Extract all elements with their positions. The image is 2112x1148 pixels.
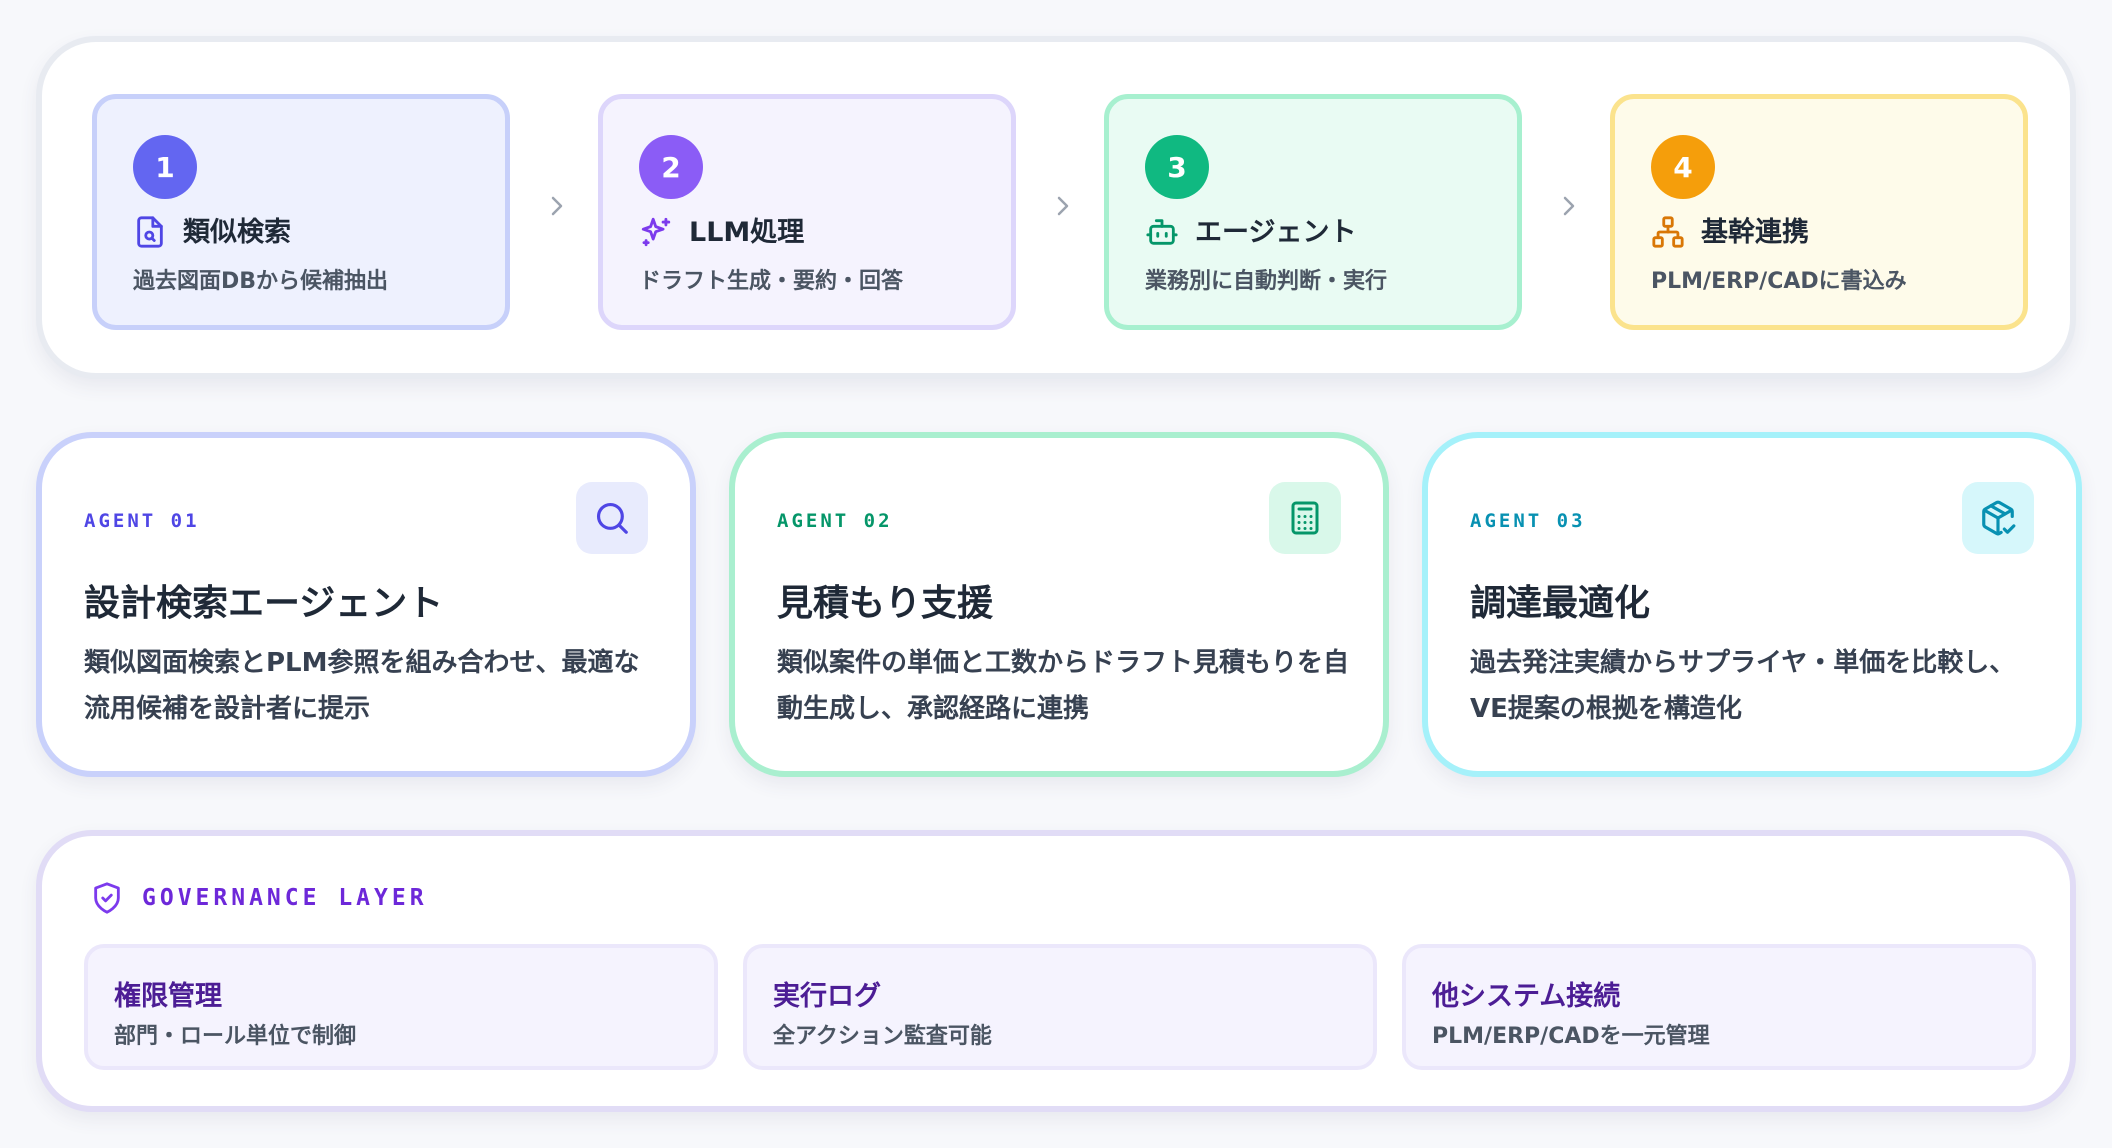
pipeline-panel: 1 類似検索 過去図面DBから候補抽出 2 LLM処理 ドラフト生成・要約・回答… bbox=[36, 36, 2076, 379]
step-card-1[interactable]: 1 類似検索 過去図面DBから候補抽出 bbox=[92, 94, 510, 330]
agent-name: 設計検索エージェント bbox=[84, 583, 444, 624]
agent-icon-box bbox=[1269, 482, 1341, 554]
step-card-3[interactable]: 3 エージェント 業務別に自動判断・実行 bbox=[1104, 94, 1522, 330]
package-check-icon bbox=[1982, 500, 2016, 536]
step-card-4[interactable]: 4 基幹連携 PLM/ERP/CADに書込み bbox=[1610, 94, 2028, 330]
network-icon bbox=[1652, 216, 1684, 248]
agent-icon-box bbox=[576, 482, 648, 554]
governance-item-title: 実行ログ bbox=[773, 981, 881, 1012]
governance-label: GOVERNANCE LAYER bbox=[142, 885, 428, 911]
agent-tag: AGENT 03 bbox=[1470, 510, 1586, 532]
shield-check-icon bbox=[94, 882, 120, 914]
agent-description: 過去発注実績からサプライヤ・単価を比較し、VE提案の根拠を構造化 bbox=[1470, 648, 2016, 724]
agent-tag: AGENT 01 bbox=[84, 510, 200, 532]
governance-item-title: 権限管理 bbox=[114, 981, 222, 1012]
agent-tag: AGENT 02 bbox=[777, 510, 893, 532]
governance-panel: GOVERNANCE LAYER 権限管理 部門・ロール単位で制御 実行ログ 全… bbox=[36, 830, 2076, 1112]
agent-name: 見積もり支援 bbox=[777, 583, 994, 624]
agent-name: 調達最適化 bbox=[1470, 583, 1651, 624]
agent-card-estimate[interactable]: AGENT 02 見積もり支援 類似案件の単価と工数からドラフト見積もりを自動生… bbox=[729, 432, 1389, 777]
step-number-badge: 4 bbox=[1651, 135, 1715, 199]
chevron-right-icon bbox=[1563, 196, 1575, 216]
step-title: LLM処理 bbox=[689, 217, 805, 248]
step-card-2[interactable]: 2 LLM処理 ドラフト生成・要約・回答 bbox=[598, 94, 1016, 330]
search-icon bbox=[596, 502, 628, 534]
governance-item-title: 他システム接続 bbox=[1432, 981, 1621, 1012]
agent-description: 類似図面検索とPLM参照を組み合わせ、最適な流用候補を設計者に提示 bbox=[84, 648, 640, 724]
governance-item-permissions[interactable]: 権限管理 部門・ロール単位で制御 bbox=[84, 944, 718, 1070]
governance-heading: GOVERNANCE LAYER bbox=[90, 880, 428, 916]
governance-item-subtitle: 全アクション監査可能 bbox=[773, 1024, 992, 1049]
step-number-badge: 2 bbox=[639, 135, 703, 199]
governance-item-execution-log[interactable]: 実行ログ 全アクション監査可能 bbox=[743, 944, 1377, 1070]
step-subtitle: 過去図面DBから候補抽出 bbox=[133, 269, 389, 294]
agent-card-design-search[interactable]: AGENT 01 設計検索エージェント 類似図面検索とPLM参照を組み合わせ、最… bbox=[36, 432, 696, 777]
governance-item-subtitle: PLM/ERP/CADを一元管理 bbox=[1432, 1024, 1710, 1049]
sparkles-icon bbox=[641, 217, 671, 247]
agent-icon-box bbox=[1962, 482, 2034, 554]
agent-description: 類似案件の単価と工数からドラフト見積もりを自動生成し、承認経路に連携 bbox=[777, 648, 1350, 724]
step-subtitle: 業務別に自動判断・実行 bbox=[1145, 269, 1388, 294]
calculator-icon bbox=[1291, 501, 1319, 535]
agent-card-procurement[interactable]: AGENT 03 調達最適化 過去発注実績からサプライヤ・単価を比較し、VE提案… bbox=[1422, 432, 2082, 777]
step-number-badge: 1 bbox=[133, 135, 197, 199]
step-subtitle: PLM/ERP/CADに書込み bbox=[1651, 269, 1907, 294]
chevron-right-icon bbox=[551, 196, 563, 216]
step-number-badge: 3 bbox=[1145, 135, 1209, 199]
bot-icon bbox=[1146, 219, 1178, 245]
step-subtitle: ドラフト生成・要約・回答 bbox=[639, 269, 904, 294]
step-title: 基幹連携 bbox=[1701, 217, 1809, 248]
step-title: エージェント bbox=[1195, 217, 1357, 248]
governance-item-system-integration[interactable]: 他システム接続 PLM/ERP/CADを一元管理 bbox=[1402, 944, 2036, 1070]
governance-item-subtitle: 部門・ロール単位で制御 bbox=[114, 1024, 357, 1049]
step-title: 類似検索 bbox=[183, 217, 291, 248]
file-search-icon bbox=[137, 216, 163, 248]
chevron-right-icon bbox=[1057, 196, 1069, 216]
